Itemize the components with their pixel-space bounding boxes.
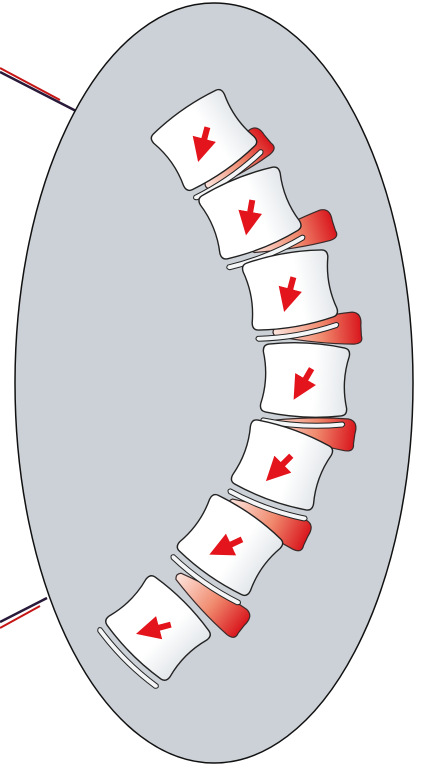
pointer-line-bottom-accent: [0, 606, 40, 628]
compression-arrow-2: [248, 200, 252, 224]
pointer-line-top: [0, 72, 78, 112]
arrow-icon: [248, 200, 252, 224]
pointer-line-bottom: [0, 598, 47, 622]
pointer-line-top-accent: [0, 68, 60, 100]
